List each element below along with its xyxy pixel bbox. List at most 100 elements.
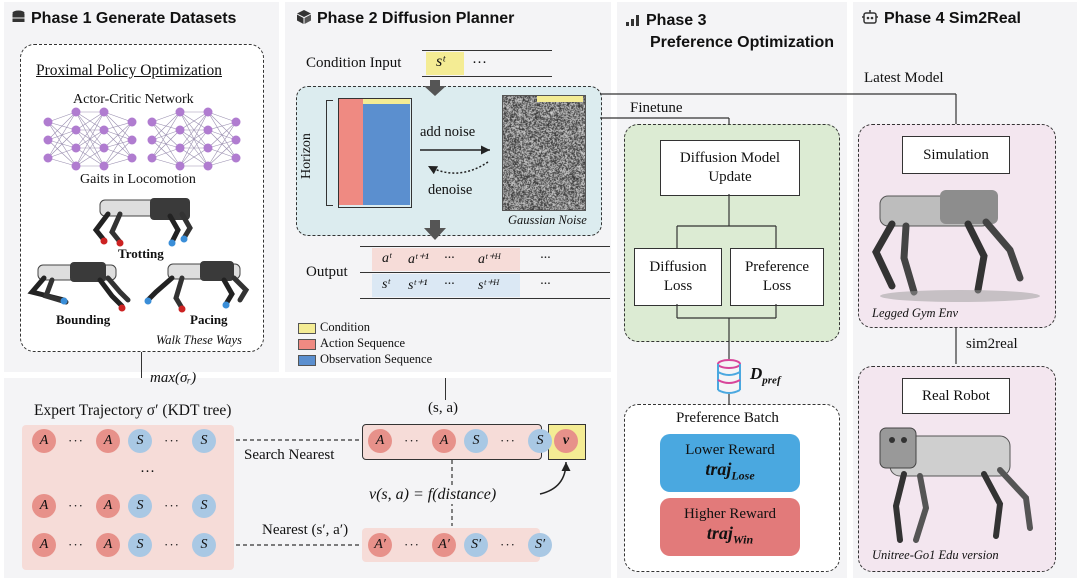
- network-node: [231, 117, 241, 127]
- legend-swatch: [298, 323, 316, 334]
- query-row-cell: S: [528, 429, 552, 453]
- database-icon: [12, 10, 25, 28]
- output-obs-cell: ···: [540, 277, 551, 292]
- network-node: [43, 153, 53, 163]
- traj-win-subscript: Win: [732, 532, 754, 547]
- output-action-cell: ···: [540, 251, 551, 266]
- network-node: [231, 135, 241, 145]
- preference-loss-box: Preference Loss: [730, 248, 824, 306]
- condition-top-line: [422, 50, 552, 51]
- query-row-cell: A: [368, 429, 392, 453]
- network-node: [175, 161, 185, 171]
- condition-symbol: sᵗ: [436, 53, 445, 70]
- legend-swatch: [298, 339, 316, 350]
- simulation-title-box: Simulation: [902, 136, 1010, 174]
- network-node: [71, 125, 81, 135]
- network-node: [147, 135, 157, 145]
- phase2-title-text: Phase 2 Diffusion Planner: [317, 10, 515, 27]
- phase1-title-text: Phase 1 Generate Datasets: [31, 10, 237, 27]
- query-row-cell: ···: [404, 433, 420, 448]
- phase4-title: Phase 4 Sim2Real: [862, 10, 1021, 28]
- expert-row-1-cell: S: [192, 429, 216, 453]
- robot-icon: [862, 10, 878, 28]
- output-action-cell: aᵗ⁺¹: [408, 252, 429, 267]
- expert-row-1-cell: S: [128, 429, 152, 453]
- output-label: Output: [306, 264, 348, 280]
- network-node: [127, 153, 137, 163]
- network-node: [203, 107, 213, 117]
- condition-input-label: Condition Input: [306, 55, 402, 71]
- expert-row-3-cell: S: [128, 533, 152, 557]
- output-line-bot: [360, 298, 610, 299]
- phase3-title-line2: Preference Optimization: [650, 34, 835, 51]
- sa-label: (s, a): [428, 400, 458, 416]
- traj-win-symbol: traj: [706, 523, 733, 543]
- network-node: [147, 117, 157, 127]
- output-action-cell: aᵗ: [382, 251, 392, 266]
- network-node: [43, 117, 53, 127]
- expert-row-2-cell: S: [192, 494, 216, 518]
- dm-update-line1: Diffusion Model: [679, 150, 781, 167]
- action-row-bg: [372, 248, 520, 271]
- bar-chart-icon: [626, 10, 640, 32]
- legend-label: Action Sequence: [320, 336, 406, 350]
- gaussian-noise-image: [502, 95, 586, 211]
- search-nearest-label: Search Nearest: [244, 447, 335, 463]
- sim2real-label: sim2real: [966, 336, 1018, 352]
- unitree-label: Unitree-Go1 Edu version: [872, 548, 999, 562]
- trotting-label: Trotting: [118, 246, 164, 261]
- network-node: [203, 143, 213, 153]
- condition-cell: [426, 52, 464, 75]
- network-node: [231, 153, 241, 163]
- network-node: [71, 143, 81, 153]
- expert-row-3-cell: ···: [68, 537, 84, 552]
- output-action-cell: aᵗ⁺ᴴ: [478, 252, 500, 267]
- obs-block: [363, 104, 410, 205]
- output-obs-cell: sᵗ⁺¹: [408, 278, 428, 293]
- query-row-cell: S: [464, 429, 488, 453]
- nearest-label: Nearest (s′, a′): [262, 522, 349, 538]
- network-node: [127, 135, 137, 145]
- expert-row-3-cell: ···: [164, 537, 180, 552]
- nearest-row-cell: ···: [404, 537, 420, 552]
- expert-row-2-cell: ···: [68, 498, 84, 513]
- output-obs-cell: sᵗ: [382, 277, 390, 292]
- d-pref-label: Dpref: [750, 364, 781, 386]
- expert-row-3-cell: A: [32, 533, 56, 557]
- expert-row-2-cell: A: [32, 494, 56, 518]
- network-node: [99, 143, 109, 153]
- horizon-bracket: [326, 100, 333, 206]
- diffusion-loss-box: Diffusion Loss: [634, 248, 722, 306]
- network-node: [99, 125, 109, 135]
- network-node: [71, 161, 81, 171]
- expert-row-1-cell: A: [32, 429, 56, 453]
- lower-reward-label: Lower Reward: [685, 442, 775, 458]
- bounding-label: Bounding: [56, 312, 111, 327]
- action-block: [339, 99, 363, 205]
- phase1-title: Phase 1 Generate Datasets: [12, 10, 236, 28]
- diffusion-loss-line2: Loss: [663, 278, 693, 294]
- network-node: [99, 107, 109, 117]
- cube-icon: [297, 10, 311, 28]
- expert-row-1-cell: ···: [68, 433, 84, 448]
- phase4-title-text: Phase 4 Sim2Real: [884, 10, 1021, 27]
- value-function-label: v(s, a) = f(distance): [366, 486, 500, 504]
- phase2-title: Phase 2 Diffusion Planner: [297, 10, 514, 28]
- legend-label: Condition: [320, 320, 371, 334]
- actor-critic-label: Actor-Critic Network: [73, 92, 194, 107]
- pacing-label: Pacing: [190, 312, 228, 327]
- network-node: [175, 143, 185, 153]
- traj-lose-subscript: Lose: [731, 468, 755, 483]
- legend-swatch: [298, 355, 316, 366]
- preference-batch-label: Preference Batch: [676, 410, 779, 426]
- output-obs-cell: ···: [444, 277, 455, 292]
- legend-label: Observation Sequence: [320, 352, 433, 366]
- network-node: [175, 125, 185, 135]
- finetune-label: Finetune: [630, 100, 683, 116]
- output-action-cell: ···: [444, 251, 455, 266]
